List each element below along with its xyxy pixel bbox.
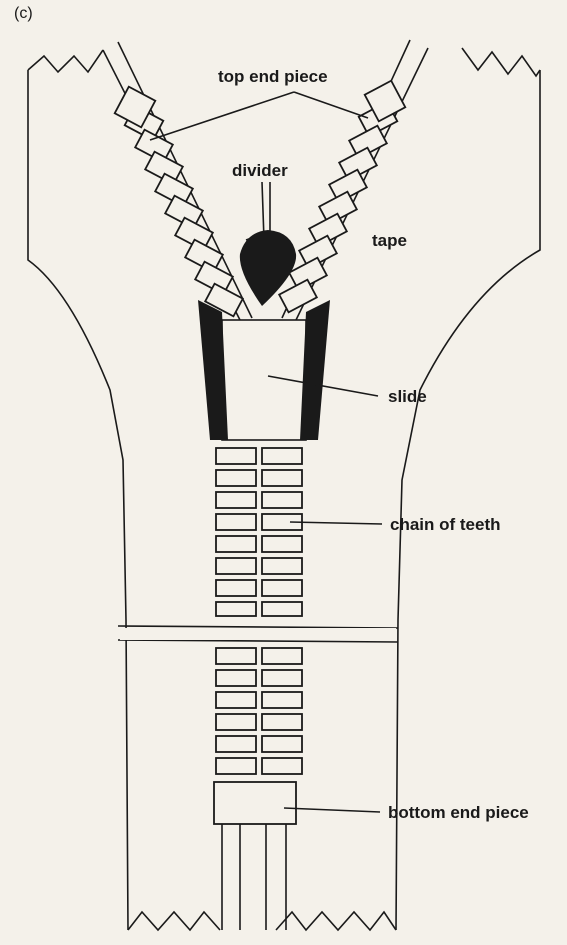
lower-tape-strips xyxy=(222,824,286,930)
break-line-top xyxy=(118,626,398,628)
panel-label: (c) xyxy=(14,5,33,22)
bottom-end-piece-shape xyxy=(214,782,296,824)
label-tape: tape xyxy=(372,231,407,250)
label-bottom-end-piece: bottom end piece xyxy=(388,803,529,822)
left-open-teeth xyxy=(125,106,243,317)
slide-left-plate xyxy=(198,300,228,440)
label-chain-of-teeth: chain of teeth xyxy=(390,515,501,534)
left-tape-bottom-edge xyxy=(128,912,220,930)
leader-chain-of-teeth xyxy=(290,522,382,524)
label-slide: slide xyxy=(388,387,427,406)
leader-bottom-end-piece xyxy=(284,808,380,812)
break-line-bottom xyxy=(118,640,398,642)
break-gap xyxy=(120,628,396,640)
leader-top-end-piece xyxy=(150,92,368,140)
label-divider: divider xyxy=(232,161,288,180)
right-tape-outline xyxy=(396,48,540,930)
right-tape-bottom-edge xyxy=(276,912,396,930)
right-open-teeth xyxy=(279,102,397,313)
slide-right-plate xyxy=(300,300,330,440)
label-top-end-piece: top end piece xyxy=(218,67,328,86)
left-tape-outline xyxy=(28,50,128,930)
chain-of-teeth xyxy=(216,448,302,774)
